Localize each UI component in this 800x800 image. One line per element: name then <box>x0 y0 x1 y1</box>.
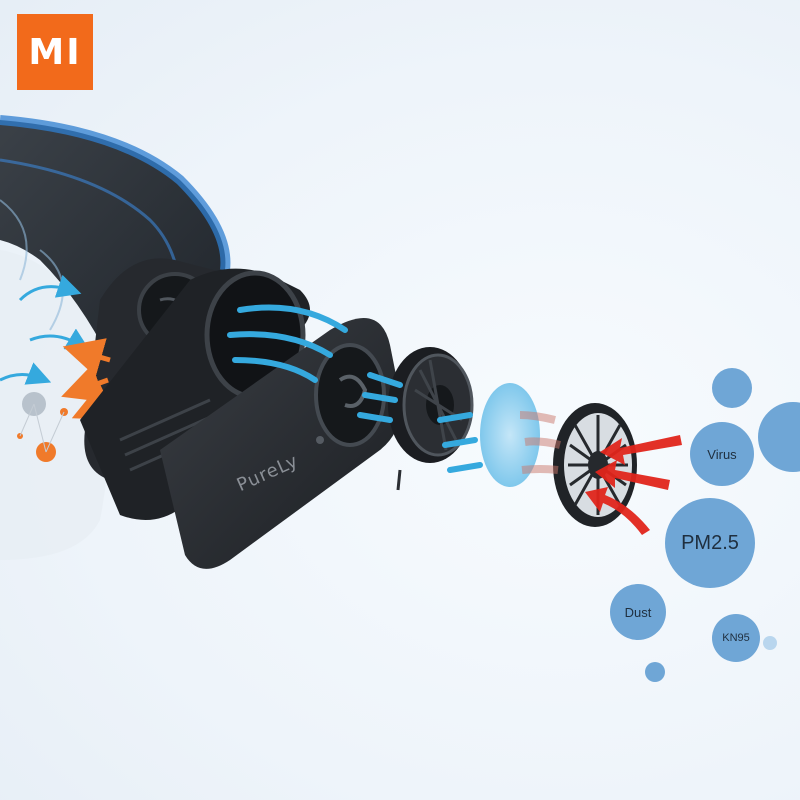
pm25-bubble: PM2.5 <box>665 498 755 588</box>
bubble-decor-1 <box>712 368 752 408</box>
virus-label: Virus <box>707 446 737 462</box>
kn95-label: KN95 <box>722 632 750 644</box>
device-body <box>160 318 401 569</box>
airflow-arrows <box>227 304 483 473</box>
mi-logo: MI <box>17 14 93 90</box>
pm25-label: PM2.5 <box>681 531 739 554</box>
bubble-decor-3 <box>763 636 777 650</box>
logo-text: MI <box>28 31 82 73</box>
dust-label: Dust <box>624 604 652 620</box>
virus-bubble: Virus <box>690 422 754 486</box>
kn95-bubble: KN95 <box>712 614 760 662</box>
fan-disk <box>388 347 474 491</box>
dust-bubble: Dust <box>610 584 666 640</box>
mask-body <box>0 115 231 560</box>
bubble-decor-4 <box>645 662 665 682</box>
inflow-arrows <box>519 411 682 535</box>
filter-disk <box>480 383 540 487</box>
intake-grill <box>553 403 637 527</box>
